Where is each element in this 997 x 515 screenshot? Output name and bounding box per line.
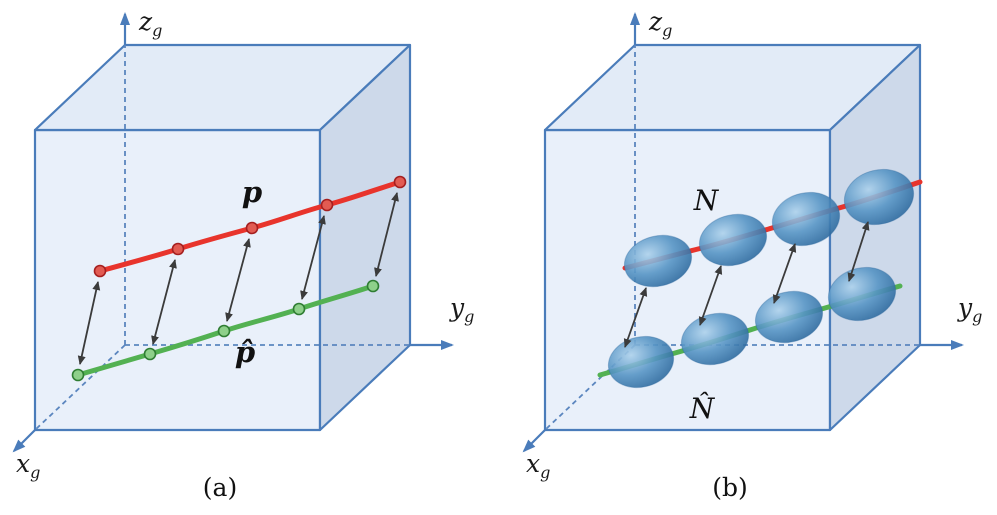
axes-a: zg yg xg xyxy=(12,7,474,482)
cube-a xyxy=(33,43,412,432)
curve-point xyxy=(320,198,334,212)
curve-point xyxy=(292,302,306,316)
correspondence-arrow xyxy=(698,265,723,326)
top-curve-label: p xyxy=(242,175,262,209)
correspondence-arrow xyxy=(300,215,326,300)
x-axis-label: xg xyxy=(526,449,550,482)
cube-hidden-edge-bottom-left xyxy=(34,344,126,431)
bottom-curve-points xyxy=(71,279,380,382)
cube-front-face xyxy=(543,128,832,432)
correspondence-arrow xyxy=(77,281,101,365)
gaussian-blobs-bottom xyxy=(607,266,897,389)
curve-point xyxy=(245,221,259,235)
curve-point xyxy=(143,347,157,361)
x-axis-label: xg xyxy=(16,449,40,482)
x-axis xyxy=(12,429,36,453)
panel-b-caption: (b) xyxy=(712,473,748,502)
correspondence-arrow xyxy=(374,192,399,277)
correspondence-arrows-a xyxy=(77,192,399,365)
curve-point xyxy=(217,324,231,338)
correspondence-arrow xyxy=(847,221,870,282)
bottom-distribution-label: N̂ xyxy=(689,392,716,425)
correspondence-arrow xyxy=(772,243,797,304)
correspondence-arrow xyxy=(225,238,251,322)
gaussian-blob xyxy=(698,213,768,267)
panel-a: zg yg xg p xyxy=(12,7,474,502)
z-axis-label: zg xyxy=(648,7,672,40)
axes-b: zg yg xg xyxy=(522,7,982,482)
top-curve-points xyxy=(93,175,407,278)
bottom-curve-label: p̂ xyxy=(235,335,255,369)
curve-point xyxy=(393,175,407,189)
panel-b: zg yg xg N N̂ (b) xyxy=(522,7,982,502)
panel-a-caption: (a) xyxy=(203,473,237,502)
correspondence-arrow xyxy=(623,287,648,348)
gaussian-blob xyxy=(623,234,693,288)
curve-point xyxy=(71,368,85,382)
y-axis-label: yg xyxy=(449,293,474,326)
curve-point xyxy=(366,279,380,293)
cube-front-face xyxy=(33,128,322,432)
top-distribution-label: N xyxy=(693,184,720,217)
z-axis-label: zg xyxy=(138,7,162,40)
correspondence-arrows-b xyxy=(623,221,870,348)
correspondence-arrow xyxy=(151,259,177,345)
curve-point xyxy=(171,242,185,256)
gaussian-blob xyxy=(843,168,915,226)
curve-point xyxy=(93,264,107,278)
gaussian-blobs-top xyxy=(623,168,915,288)
x-axis xyxy=(522,429,546,453)
y-axis-label: yg xyxy=(957,293,982,326)
gaussian-blob xyxy=(771,191,841,247)
